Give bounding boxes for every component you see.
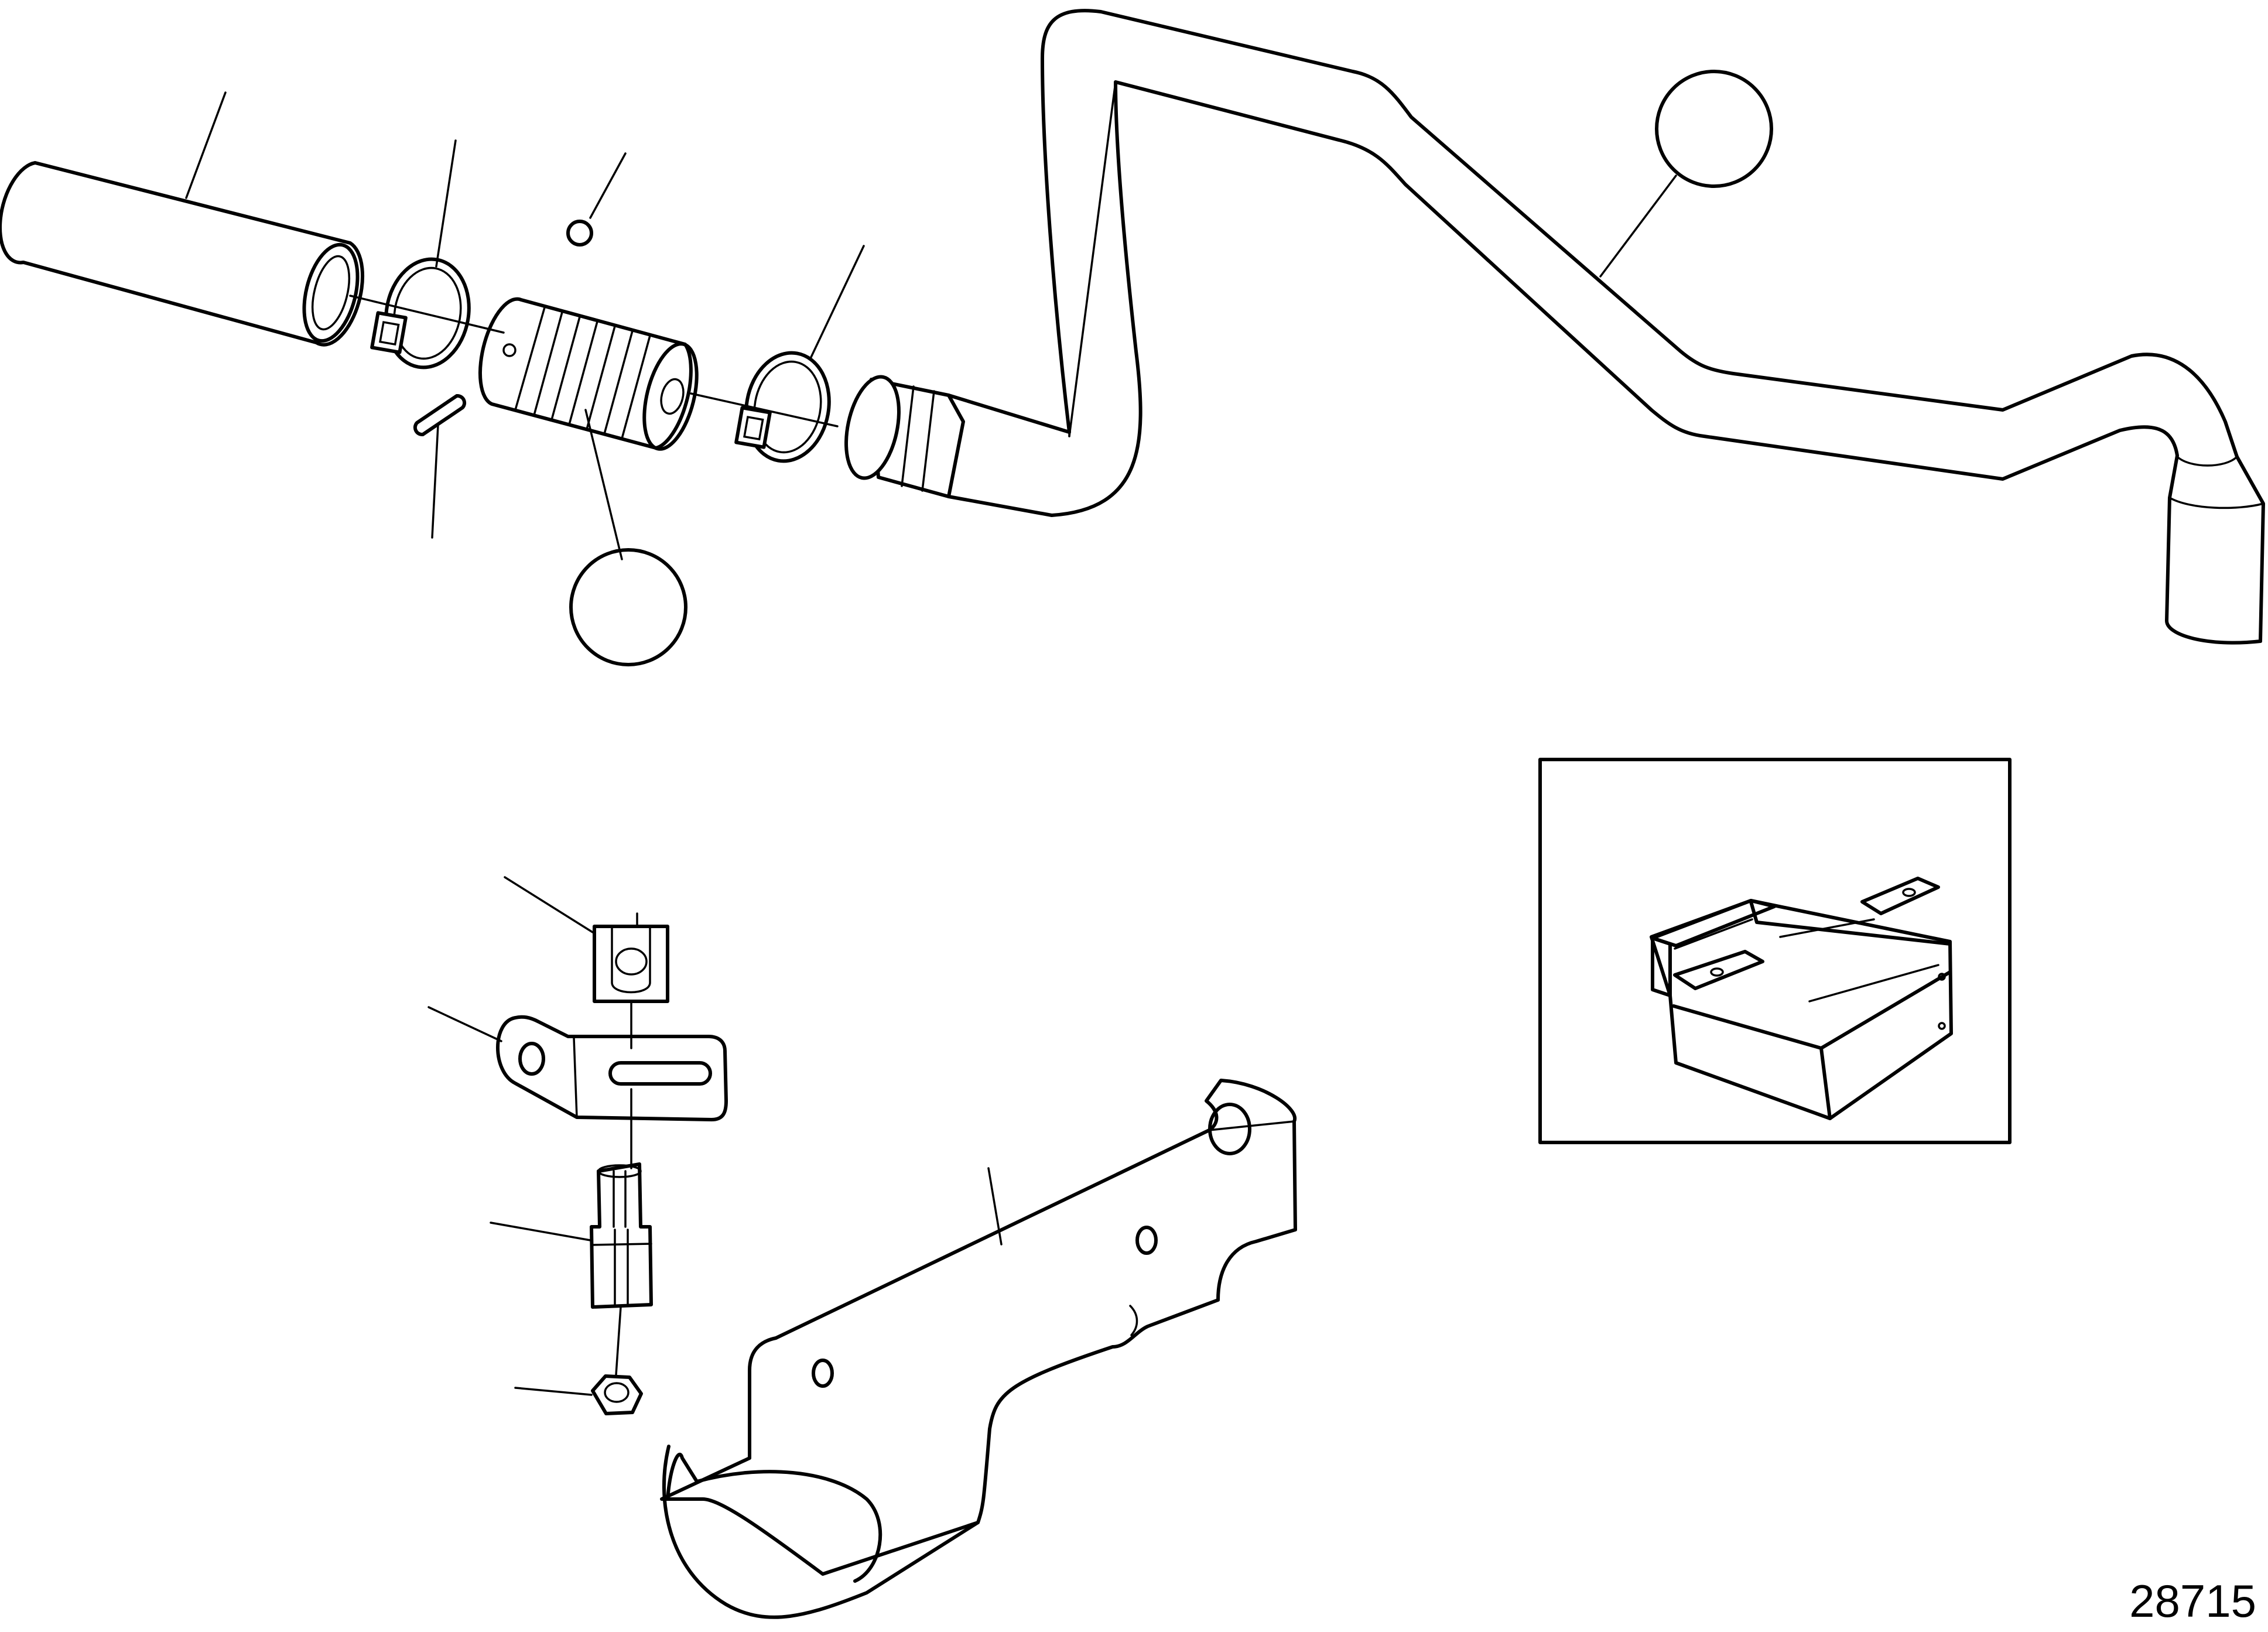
leader-line-clamp-left [435, 139, 457, 268]
leader-line-spacer [490, 1222, 591, 1241]
mounting-bracket [660, 1079, 1297, 1619]
hose-clamp-right [734, 351, 831, 463]
straight-hose [0, 161, 365, 347]
leader-line-bracket [427, 1006, 502, 1042]
spacer-sleeve [590, 1162, 653, 1309]
leader-line-hose [185, 91, 227, 199]
leader-line-clip [504, 876, 594, 933]
bent-pipe [844, 9, 2265, 645]
callout-circle-pipe [1655, 70, 1773, 188]
leader-line-bolt [514, 1387, 593, 1396]
leader-line-pipe [1599, 175, 1677, 278]
assembly-axis-vertical-bottom [615, 1306, 622, 1376]
callout-circle-connector [569, 548, 687, 666]
hex-bolt [591, 1374, 643, 1415]
pin [413, 394, 467, 437]
ball [566, 220, 593, 247]
inset-frame [1538, 758, 2012, 1144]
rubber-clip [593, 912, 669, 1003]
leader-line-clamp-right [810, 245, 865, 358]
leader-line-ball [589, 152, 627, 219]
relay-module [1650, 877, 1953, 1120]
leader-line-mounting-bracket [987, 1167, 1003, 1246]
corrugated-connector [478, 297, 699, 451]
leader-line-pin [431, 424, 439, 539]
slotted-bracket [496, 1015, 728, 1121]
figure-number: 28715 [2129, 1575, 2256, 1627]
assembly-axis-left [349, 295, 505, 334]
leader-line-connector [584, 409, 623, 560]
